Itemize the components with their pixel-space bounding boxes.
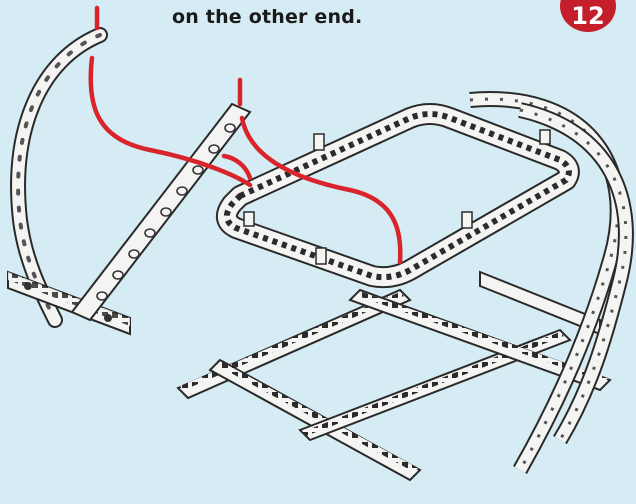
upper-rounded-frame: [227, 114, 569, 277]
step-caption: on the other end.: [172, 6, 362, 28]
left-curved-rod: [18, 35, 100, 320]
lower-frame: [178, 272, 610, 480]
